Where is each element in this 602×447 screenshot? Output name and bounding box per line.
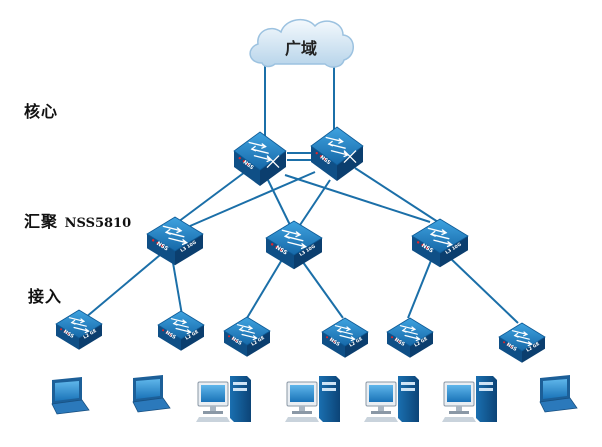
link-agg3-acc5 <box>407 257 433 319</box>
device-brand-text: NSS <box>505 342 518 353</box>
wan-label: 广域 <box>285 39 317 58</box>
link-agg2-acc3 <box>246 257 284 319</box>
cloud-icon: 广域 <box>249 18 354 68</box>
link-core1-agg3 <box>284 174 431 223</box>
desktop-pc-icon <box>364 376 419 422</box>
device-brand-text: NSS <box>62 329 75 340</box>
device-brand-text: NSS <box>319 155 332 167</box>
aggregation-model-label: NSS5810 <box>64 216 132 231</box>
laptop-icon <box>51 377 90 415</box>
link-core2-agg1 <box>189 171 316 227</box>
core-tier-label: 核心 <box>24 102 59 121</box>
desktop-pc-icon <box>442 376 497 422</box>
desktop-pc-icon <box>285 376 340 422</box>
device-brand-text: NSS <box>393 337 406 348</box>
link-agg1-acc2 <box>171 256 183 316</box>
device-brand-text: NSS <box>328 337 341 348</box>
end-devices <box>51 375 578 422</box>
access-tier-label: 接入 <box>28 287 63 306</box>
link-agg1-acc1 <box>84 254 161 319</box>
aggregation-label: 汇聚 <box>24 212 59 231</box>
device-brand-text: NSS <box>420 243 434 255</box>
device-brand-text: NSS <box>164 330 177 341</box>
device-brand-text: NSS <box>155 241 169 253</box>
device-brand-text: NSS <box>230 336 243 347</box>
desktop-pc-icon <box>196 376 251 422</box>
core-switch-1: NSS <box>233 131 287 186</box>
link-core2-agg2 <box>299 179 331 226</box>
link-core2-agg3 <box>354 167 439 223</box>
aggregation-tier-label: 汇聚 NSS5810 <box>24 208 131 232</box>
laptop-icon <box>539 375 578 413</box>
core-switch-2: NSS <box>310 126 364 181</box>
link-core1-agg2 <box>267 179 291 226</box>
links <box>84 60 519 324</box>
link-agg2-acc4 <box>299 257 344 319</box>
link-core1-agg1 <box>177 171 246 223</box>
laptop-icon <box>132 375 171 413</box>
device-brand-text: NSS <box>242 160 255 172</box>
device-brand-text: NSS <box>274 245 288 257</box>
link-agg3-acc6 <box>447 255 519 324</box>
